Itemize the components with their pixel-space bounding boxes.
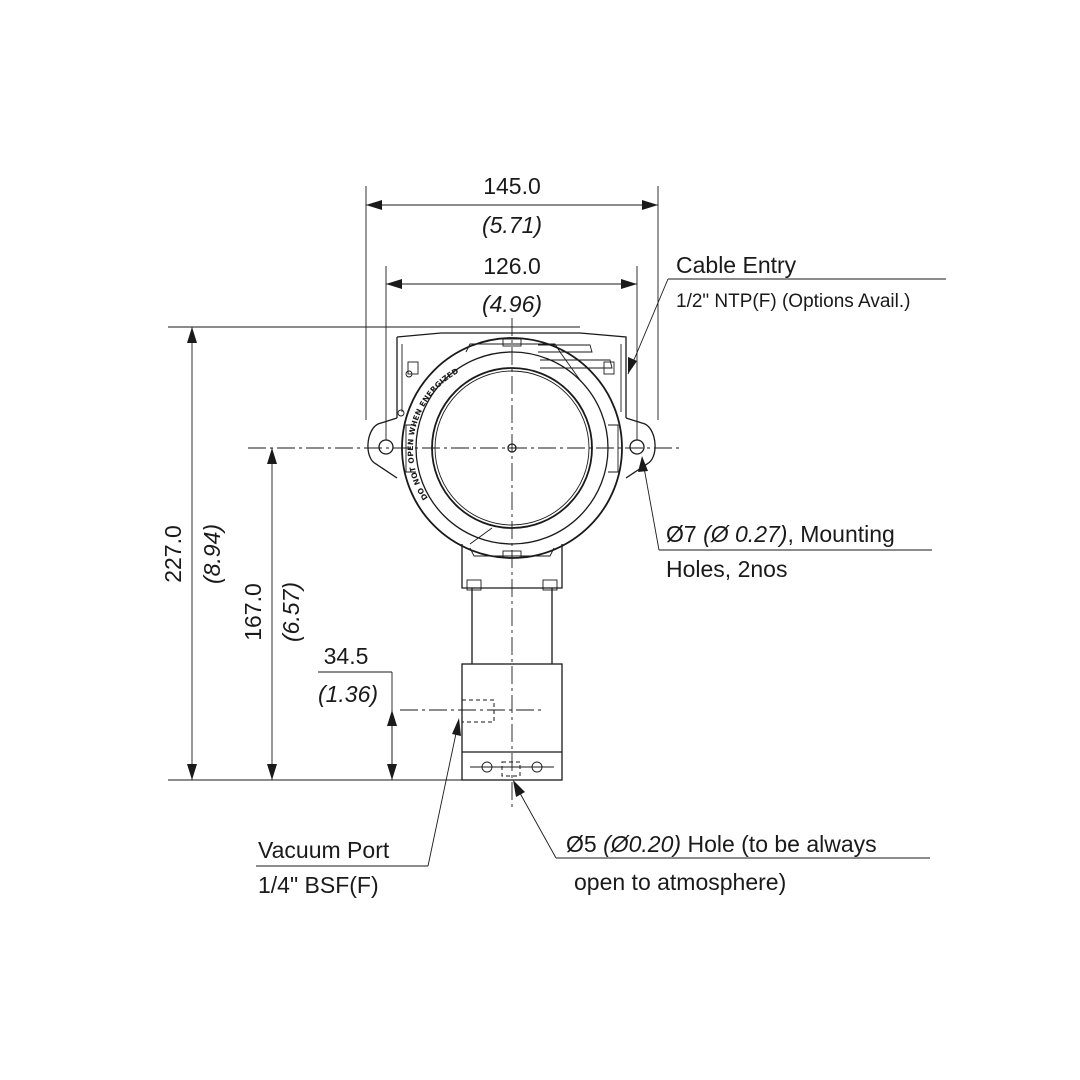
left-mounting-hole xyxy=(378,439,394,455)
vacuum-port-label: Vacuum Port xyxy=(258,837,390,863)
dimension-text: 145.0 (5.71) 126.0 (4.96) 227.0 (8.94) 1… xyxy=(160,173,542,707)
mount-height-mm: 167.0 xyxy=(240,583,266,641)
cable-entry-callout: Cable Entry 1/2" NTP(F) (Options Avail.) xyxy=(627,252,946,375)
overall-height-mm: 227.0 xyxy=(160,525,186,583)
vent-hole-callout: Ø5 (Ø0.20) Hole (to be always open to at… xyxy=(513,780,930,895)
housing-body xyxy=(367,332,656,479)
right-mounting-hole xyxy=(629,439,645,455)
mounting-holes-count: Holes, 2nos xyxy=(666,556,787,582)
overall-width-inch: (5.71) xyxy=(482,212,542,238)
vacuum-port-spec: 1/4" BSF(F) xyxy=(258,872,379,898)
vent-hole-note: open to atmosphere) xyxy=(574,869,786,895)
overall-width-mm: 145.0 xyxy=(483,173,541,199)
mount-height-inch: (6.57) xyxy=(278,582,304,642)
port-height-mm: 34.5 xyxy=(324,643,369,669)
dimension-lines xyxy=(187,200,658,780)
mounting-holes-label: Ø7 (Ø 0.27), Mounting xyxy=(666,521,895,547)
mount-width-mm: 126.0 xyxy=(483,253,541,279)
mounting-holes-callout: Ø7 (Ø 0.27), Mounting Holes, 2nos xyxy=(638,456,932,582)
vacuum-port-callout: Vacuum Port 1/4" BSF(F) xyxy=(256,718,461,898)
cable-entry-label: Cable Entry xyxy=(676,252,797,278)
port-height-inch: (1.36) xyxy=(318,681,378,707)
center-lines xyxy=(248,318,680,810)
mount-width-inch: (4.96) xyxy=(482,291,542,317)
vacuum-port-hidden xyxy=(461,699,495,723)
overall-height-inch: (8.94) xyxy=(199,524,225,584)
cable-entry-spec: 1/2" NTP(F) (Options Avail.) xyxy=(676,291,910,312)
vent-hole-label: Ø5 (Ø0.20) Hole (to be always xyxy=(566,831,877,857)
